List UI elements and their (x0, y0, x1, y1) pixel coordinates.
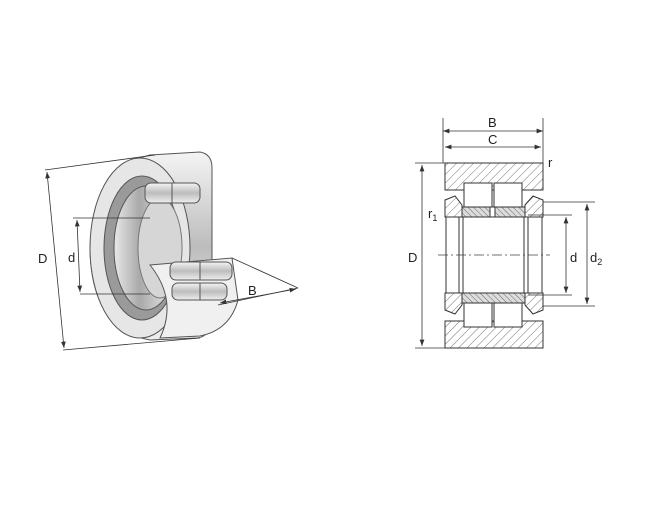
label-d: d (68, 250, 75, 265)
label-D: D (38, 251, 47, 266)
inner-ring-bottom (461, 292, 526, 304)
label-r1: r1 (428, 206, 437, 223)
label-r: r (548, 155, 553, 170)
roller (463, 182, 493, 208)
washer-left-bottom (444, 292, 463, 315)
section-bearing: B C r r1 D d d2 (408, 115, 602, 349)
label-B: B (248, 283, 257, 298)
perspective-bearing: D d B (38, 151, 299, 351)
dimension-B (219, 287, 297, 305)
label-B: B (488, 115, 497, 130)
dimension-D (45, 171, 66, 349)
label-D: D (408, 250, 417, 265)
washer-right-top (524, 195, 544, 218)
washer-right-bottom (524, 292, 544, 315)
label-d: d (570, 250, 577, 265)
label-C: C (488, 132, 497, 147)
washer-left-top (444, 195, 463, 218)
dimension-d (74, 219, 83, 293)
roller (493, 182, 523, 208)
label-d2: d2 (590, 250, 602, 267)
roller-lower-1 (169, 261, 233, 281)
roller (493, 302, 523, 328)
roller (463, 302, 493, 328)
